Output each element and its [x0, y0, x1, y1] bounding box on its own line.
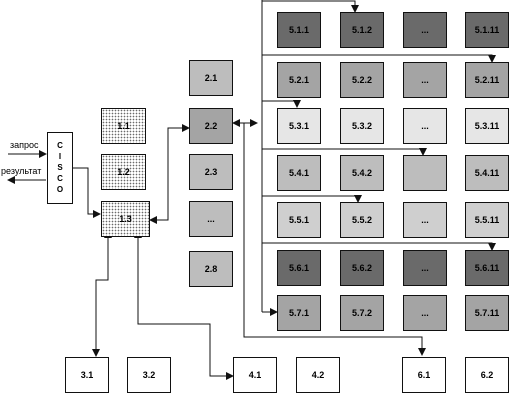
node-4-1: 4.1: [233, 357, 277, 393]
link-4-1: [134, 230, 234, 380]
row-3-bus: [262, 100, 301, 108]
node-5-4-11: 5.4.11: [465, 155, 509, 191]
node-5-3-ellipsis: ...: [403, 108, 447, 144]
node-5-6-11: 5.6.11: [465, 250, 509, 286]
row-6-bus: [262, 242, 496, 251]
node-6-1: 6.1: [402, 357, 446, 393]
node-5-2-1: 5.2.1: [277, 62, 321, 98]
request-label: запрос: [10, 140, 39, 150]
node-2-3: 2.3: [189, 154, 233, 190]
node-5-4-blank: [403, 155, 447, 191]
node-6-2: 6.2: [465, 357, 509, 393]
node-2-8: 2.8: [189, 251, 233, 287]
node-2-ellipsis: ...: [189, 201, 233, 237]
node-5-1-1: 5.1.1: [277, 12, 321, 48]
node-5-6-ellipsis: ...: [403, 250, 447, 286]
node-5-3-11: 5.3.11: [465, 108, 509, 144]
node-1-3: 1.3: [101, 201, 150, 237]
node-1-1: 1.1: [101, 108, 146, 144]
node-5-1-11: 5.1.11: [465, 12, 509, 48]
link-to-6-1: [243, 123, 426, 356]
node-3-1: 3.1: [65, 357, 109, 393]
node-5-1-2: 5.1.2: [340, 12, 384, 48]
node-5-6-2: 5.6.2: [340, 250, 384, 286]
node-5-7-2: 5.7.2: [340, 295, 384, 331]
link-3-1: [92, 230, 112, 357]
row-4-bus: [262, 148, 427, 156]
node-5-5-ellipsis: ...: [403, 202, 447, 238]
node-5-3-2: 5.3.2: [340, 108, 384, 144]
node-5-1-ellipsis: ...: [403, 12, 447, 48]
node-5-6-1: 5.6.1: [277, 250, 321, 286]
link-1-3-to-2-2: [149, 124, 190, 224]
cisco-router: CISCO: [47, 132, 73, 204]
node-2-1: 2.1: [189, 60, 233, 96]
node-4-2: 4.2: [296, 357, 340, 393]
node-5-7-11: 5.7.11: [465, 295, 509, 331]
node-5-4-2: 5.4.2: [340, 155, 384, 191]
node-5-2-ellipsis: ...: [403, 62, 447, 98]
node-5-3-1: 5.3.1: [277, 108, 321, 144]
node-5-2-2: 5.2.2: [340, 62, 384, 98]
node-3-2: 3.2: [127, 357, 171, 393]
node-5-2-11: 5.2.11: [465, 62, 509, 98]
node-5-4-1: 5.4.1: [277, 155, 321, 191]
row-2-bus: [262, 54, 496, 63]
node-2-2: 2.2: [189, 108, 233, 144]
node-1-2: 1.2: [101, 154, 146, 190]
node-5-5-2: 5.5.2: [340, 202, 384, 238]
result-label: результат: [1, 166, 42, 176]
node-5-5-1: 5.5.1: [277, 202, 321, 238]
cisco-to-1-3-link: [73, 167, 101, 218]
node-5-7-ellipsis: ...: [403, 295, 447, 331]
node-5-7-1: 5.7.1: [277, 295, 321, 331]
row-1-bus: [262, 0, 359, 13]
row-5-bus: [262, 195, 362, 203]
node-5-5-11: 5.5.11: [465, 202, 509, 238]
